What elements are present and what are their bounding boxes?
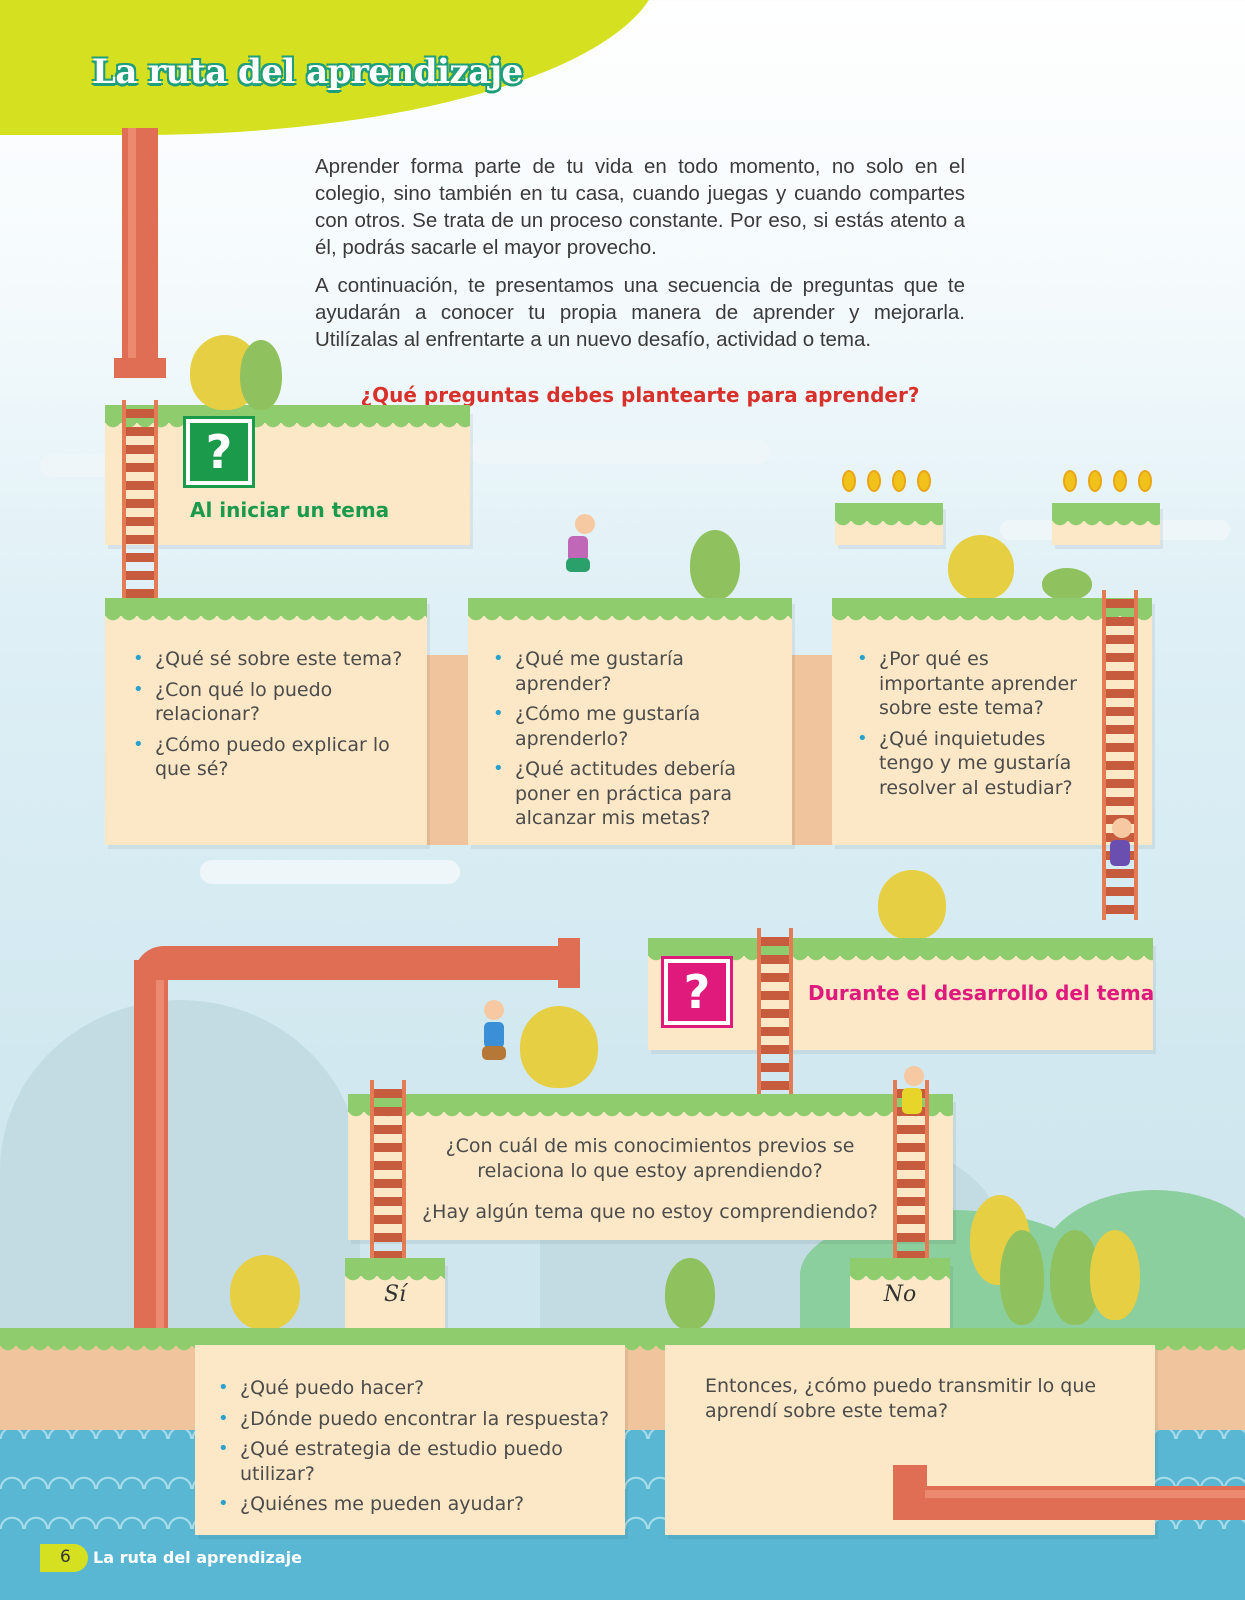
stage1-list-3: ¿Por qué es importante aprender sobre es… xyxy=(857,647,1087,806)
list-item: ¿Qué puedo hacer? xyxy=(218,1376,618,1401)
grass xyxy=(468,598,792,622)
tree-icon xyxy=(948,535,1014,600)
list-item: ¿Por qué es importante aprender sobre es… xyxy=(857,647,1087,721)
character-boy-icon xyxy=(1112,818,1132,838)
grass xyxy=(850,1258,950,1282)
character-girl-icon xyxy=(904,1066,924,1086)
no-text: Entonces, ¿cómo puedo transmitir lo que … xyxy=(705,1375,1097,1422)
tree-icon xyxy=(878,870,946,940)
character-body xyxy=(568,536,588,562)
pipe-end xyxy=(558,938,580,988)
tree-icon xyxy=(665,1258,715,1330)
list-item: ¿Cómo puedo explicar lo que sé? xyxy=(133,733,413,782)
character-legs xyxy=(482,1046,506,1060)
pipe-highlight xyxy=(925,1490,1245,1498)
list-item: ¿Con qué lo puedo relacionar? xyxy=(133,678,413,727)
connector-strip xyxy=(420,655,470,845)
tree-icon xyxy=(1000,1230,1044,1325)
stage1-list-1: ¿Qué sé sobre este tema? ¿Con qué lo pue… xyxy=(133,647,413,788)
coin-icon xyxy=(1088,470,1102,492)
footer-pill xyxy=(40,1544,88,1572)
coin-icon xyxy=(917,470,931,492)
coin-icon xyxy=(1113,470,1127,492)
grass xyxy=(105,405,470,429)
page-number: 6 xyxy=(60,1547,71,1567)
stage1-box-3 xyxy=(832,600,1152,845)
intro-text: Aprender forma parte de tu vida en todo … xyxy=(315,153,965,364)
yes-list: ¿Qué puedo hacer? ¿Dónde puedo encontrar… xyxy=(218,1376,618,1523)
mountain xyxy=(0,1000,360,1340)
question-box-icon: ? xyxy=(661,956,733,1028)
list-item: ¿Qué estrategia de estudio puedo utiliza… xyxy=(218,1437,618,1486)
intro-paragraph-1: Aprender forma parte de tu vida en todo … xyxy=(315,155,965,259)
list-item: ¿Qué me gustaría aprender? xyxy=(493,647,768,696)
list-item: ¿Qué sé sobre este tema? xyxy=(133,647,413,672)
list-item: ¿Cómo me gustaría aprenderlo? xyxy=(493,702,768,751)
coin-icon xyxy=(1063,470,1077,492)
intro-paragraph-2: A continuación, te presentamos una secue… xyxy=(315,274,965,351)
grass xyxy=(835,503,943,527)
list-item: ¿Quiénes me pueden ayudar? xyxy=(218,1492,618,1517)
grass xyxy=(348,1094,953,1118)
stage1-title: Al iniciar un tema xyxy=(190,498,390,522)
character-boy-icon xyxy=(484,1000,504,1020)
tree-icon xyxy=(1090,1230,1140,1320)
coin-icon xyxy=(842,470,856,492)
cloud xyxy=(200,860,460,884)
list-item: ¿Qué inquietudes tengo y me gustaría res… xyxy=(857,727,1087,801)
page-title: La ruta del aprendizaje xyxy=(92,52,523,92)
grass xyxy=(1052,503,1160,527)
grass xyxy=(105,598,427,622)
character-body xyxy=(484,1022,504,1048)
yes-label: Sí xyxy=(383,1282,407,1307)
tree-icon xyxy=(1042,568,1092,600)
pipe-end xyxy=(114,358,166,378)
tree-icon xyxy=(240,340,282,410)
grass xyxy=(832,598,1152,622)
coin-icon xyxy=(1138,470,1152,492)
tree-icon xyxy=(690,530,740,600)
coin-icon xyxy=(867,470,881,492)
list-item: ¿Dónde puedo encontrar la respuesta? xyxy=(218,1407,618,1432)
character-body xyxy=(1110,840,1130,866)
pipe-highlight xyxy=(128,128,136,360)
list-item: ¿Qué actitudes debería poner en práctica… xyxy=(493,757,768,831)
character-legs xyxy=(566,558,590,572)
connector-strip xyxy=(790,655,835,845)
stage2-question-platform xyxy=(348,1098,953,1240)
no-label: No xyxy=(883,1282,917,1307)
stage2-question-2: ¿Hay algún tema que no estoy comprendien… xyxy=(422,1201,878,1223)
footer-label: La ruta del aprendizaje xyxy=(93,1548,302,1567)
stage2-title: Durante el desarrollo del tema xyxy=(808,981,1155,1005)
stage1-title-platform xyxy=(105,410,470,545)
pipe-highlight xyxy=(156,980,164,1480)
stage1-list-2: ¿Qué me gustaría aprender? ¿Cómo me gust… xyxy=(493,647,768,837)
ladder xyxy=(757,928,793,1123)
character-body xyxy=(902,1088,922,1114)
grass xyxy=(648,938,1153,962)
main-question: ¿Qué preguntas debes plantearte para apr… xyxy=(360,383,920,407)
ladder xyxy=(1102,590,1138,920)
question-box-icon: ? xyxy=(183,416,255,488)
grass xyxy=(345,1258,445,1282)
cloud xyxy=(470,440,770,464)
tree-icon xyxy=(230,1255,300,1330)
coin-icon xyxy=(892,470,906,492)
stage2-question-1: ¿Con cuál de mis conocimientos previos s… xyxy=(445,1135,855,1182)
pipe xyxy=(134,946,574,980)
grass xyxy=(0,1328,1245,1352)
character-girl-icon xyxy=(575,514,595,534)
tree-icon xyxy=(520,1006,598,1088)
